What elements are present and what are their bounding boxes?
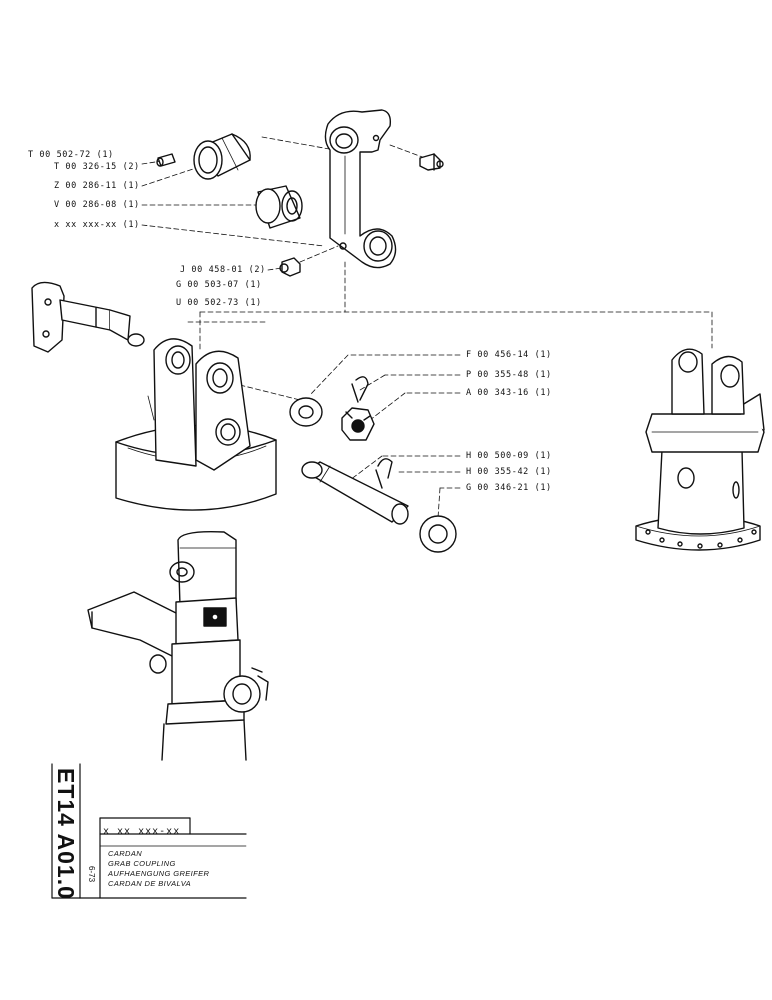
title-line-cardan: CARDAN bbox=[108, 849, 143, 858]
callout-f-00-456-14: F 00 456-14 (1) bbox=[466, 350, 552, 360]
leader-lines bbox=[141, 136, 713, 519]
callout-t-00-502-72: T 00 502-72 (1) bbox=[28, 150, 114, 160]
title-line-cardan-bivalva: CARDAN DE BIVALVA bbox=[108, 879, 192, 888]
housing-flange-assembly bbox=[635, 348, 765, 551]
castle-nut-a-00-343-16 bbox=[341, 407, 375, 441]
shaft-g-00-503-07 bbox=[31, 281, 145, 353]
callout-h-00-500-09: H 00 500-09 (1) bbox=[466, 451, 552, 461]
callout-p-00-355-48: P 00 355-48 (1) bbox=[466, 370, 552, 380]
grease-nipple-upper bbox=[419, 153, 444, 171]
callout-z-00-286-11: Z 00 286-11 (1) bbox=[54, 181, 140, 191]
callout-j-00-458-01: J 00 458-01 (2) bbox=[180, 265, 266, 275]
callout-g-00-503-07: G 00 503-07 (1) bbox=[176, 280, 262, 290]
callout-h-00-355-42: H 00 355-42 (1) bbox=[466, 467, 552, 477]
washer-g-00-346-21 bbox=[419, 515, 457, 553]
split-pin-p-00-355-48 bbox=[351, 376, 369, 403]
callout-u-00-502-73: U 00 502-73 (1) bbox=[176, 298, 262, 308]
pin-h-00-500-09 bbox=[301, 461, 409, 525]
doc-code: ET14 A01.0 bbox=[53, 768, 79, 900]
bushing-z-00-286-11 bbox=[193, 133, 251, 180]
callout-v-00-286-08: V 00 286-08 (1) bbox=[54, 200, 140, 210]
callout-a-00-343-16: A 00 343-16 (1) bbox=[466, 388, 552, 398]
grease-nipple-j-00-458-01 bbox=[279, 257, 301, 277]
cardan-fork bbox=[115, 338, 277, 511]
title-line-grab-coupling: GRAB COUPLING bbox=[108, 859, 176, 868]
callout-t-00-326-15: T 00 326-15 (2) bbox=[54, 162, 140, 172]
link-arm bbox=[324, 109, 397, 269]
column-assembly bbox=[87, 530, 269, 761]
washer-f-00-456-14 bbox=[289, 397, 323, 427]
bushing-v-00-286-08 bbox=[255, 185, 303, 229]
title-block-frame bbox=[51, 763, 247, 899]
title-line-aufhaengung: AUFHAENGUNG GREIFER bbox=[108, 869, 210, 878]
callout-g-00-346-21: G 00 346-21 (1) bbox=[466, 483, 552, 493]
split-pin-h-00-355-42 bbox=[375, 458, 393, 489]
part-number: x xx xxx-xx bbox=[103, 826, 181, 837]
pin-t-00-326-15 bbox=[156, 153, 176, 167]
callout-x-xx-xxx-xx: x xx xxx-xx (1) bbox=[54, 220, 140, 230]
doc-date: 6-73 bbox=[87, 866, 96, 883]
